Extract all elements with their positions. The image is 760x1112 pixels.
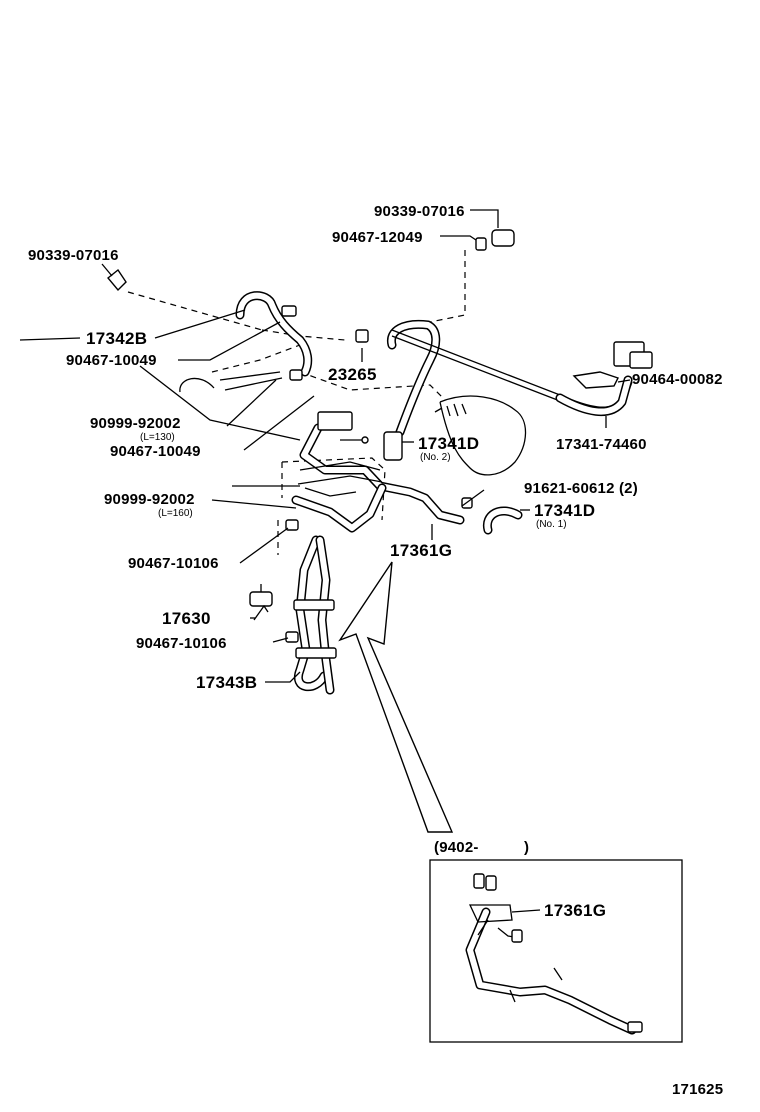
vacuum-line-17341-74460 <box>391 329 633 417</box>
label-90464-00082: 90464-00082 <box>632 371 723 388</box>
note-no1: (No. 1) <box>536 519 567 530</box>
note-L130: (L=130) <box>140 432 175 443</box>
clamps <box>107 229 515 643</box>
hose-17343B <box>293 535 337 695</box>
hose-17341D-no2 <box>383 319 441 461</box>
label-17361G: 17361G <box>390 541 452 560</box>
leader-lines <box>19 209 631 913</box>
hose-17342B <box>235 291 313 377</box>
detail-pointer-arrow <box>338 561 454 833</box>
label-90999-92002-b: 90999-92002 <box>104 491 195 508</box>
label-23265: 23265 <box>328 365 377 384</box>
label-17343B: 17343B <box>196 673 257 692</box>
label-90999-92002-a: 90999-92002 <box>90 415 181 432</box>
label-90467-10106-a: 90467-10106 <box>128 555 219 572</box>
vsv-90464-00082 <box>572 341 653 389</box>
hose-17341D-no1 <box>482 506 523 535</box>
inset-date-close: ) <box>524 839 529 856</box>
label-90339-07016-top: 90339-07016 <box>374 203 465 220</box>
label-17341D-no1: 17341D <box>534 501 595 520</box>
label-90467-10049-b: 90467-10049 <box>110 443 201 460</box>
label-17341D-no2: 17341D <box>418 434 479 453</box>
pipe-assembly-17361G <box>291 411 465 533</box>
inset-detail-box <box>429 859 683 1043</box>
throttle-body <box>434 395 527 476</box>
dashed-reference-lines <box>127 250 466 555</box>
vacuum-filter-17630 <box>249 584 273 621</box>
label-90339-07016-left: 90339-07016 <box>28 247 119 264</box>
label-91621-60612: 91621-60612 (2) <box>524 480 638 497</box>
label-17341-74460: 17341-74460 <box>556 436 647 453</box>
part-number-labels: 90339-07016 90467-12049 90339-07016 1734… <box>28 203 723 1098</box>
label-90467-12049: 90467-12049 <box>332 229 423 246</box>
label-90467-10106-b: 90467-10106 <box>136 635 227 652</box>
note-no2: (No. 2) <box>420 452 451 463</box>
label-17342B: 17342B <box>86 329 147 348</box>
figure-number: 171625 <box>672 1081 723 1098</box>
inset-label-17361G: 17361G <box>544 901 606 920</box>
label-90467-10049-a: 90467-10049 <box>66 352 157 369</box>
label-17630: 17630 <box>162 609 211 628</box>
note-L160: (L=160) <box>158 508 193 519</box>
inset-date-label: (9402- <box>434 839 479 856</box>
